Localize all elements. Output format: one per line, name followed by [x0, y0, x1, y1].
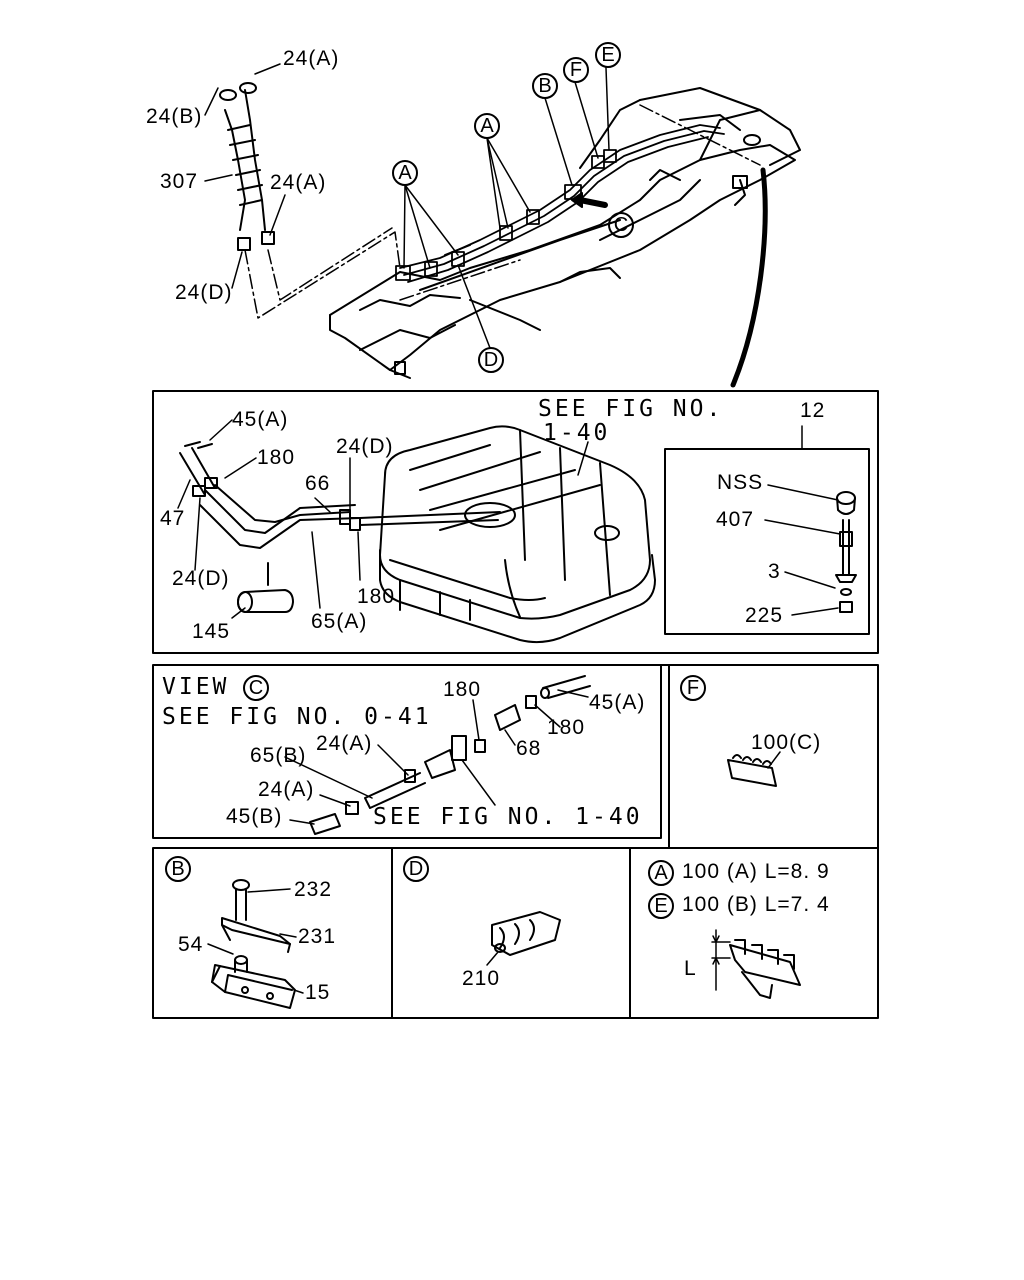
label-12: 12	[800, 399, 826, 422]
view-c-see-fig-bottom: SEE FIG NO. 1-40	[373, 804, 643, 830]
label-210: 210	[462, 967, 501, 990]
filler-pipes	[179, 441, 501, 613]
panel-f-border	[660, 664, 879, 849]
label-45a-view: 45(A)	[589, 691, 646, 714]
fuel-tank	[379, 425, 656, 644]
label-dim-l: L	[684, 957, 697, 980]
see-fig-tank-2: 1-40	[543, 420, 611, 446]
label-24d-top: 24(D)	[175, 281, 233, 304]
sender-unit	[835, 491, 857, 613]
callout-d: D	[478, 347, 504, 373]
clip-210	[491, 911, 561, 956]
view-arrow	[577, 197, 608, 208]
label-24a-view-2: 24(A)	[258, 778, 315, 801]
label-nss: NSS	[717, 471, 764, 494]
label-65a: 65(A)	[311, 610, 368, 633]
top-leaders	[204, 63, 286, 289]
chassis-frame	[329, 87, 801, 379]
clip-100c	[727, 754, 777, 787]
label-66: 66	[305, 472, 331, 495]
label-180-top: 180	[257, 446, 296, 469]
label-24a-view-1: 24(A)	[316, 732, 373, 755]
label-68: 68	[516, 737, 542, 760]
panel-d-callout: D	[403, 856, 429, 882]
bracket-assembly	[211, 879, 296, 1009]
label-307: 307	[160, 170, 199, 193]
view-c-title: VIEW	[162, 674, 230, 700]
label-145: 145	[192, 620, 231, 643]
label-54: 54	[178, 933, 204, 956]
view-c-callout: C	[243, 675, 269, 701]
label-3: 3	[768, 560, 781, 583]
view-c-see-fig: SEE FIG NO. 0-41	[162, 704, 432, 730]
label-180-view-a: 180	[443, 678, 482, 701]
label-47: 47	[160, 507, 186, 530]
label-225: 225	[745, 604, 784, 627]
label-100c: 100(C)	[751, 731, 822, 754]
link-line	[730, 167, 768, 388]
label-100a-length: 100 (A) L=8. 9	[682, 860, 830, 883]
label-180-bottom: 180	[357, 585, 396, 608]
panel-b-callout: B	[165, 856, 191, 882]
sender-panel-border	[664, 448, 870, 635]
tank-panel-border	[152, 390, 879, 654]
dimension-l	[711, 929, 731, 991]
label-100b-length: 100 (B) L=7. 4	[682, 893, 830, 916]
label-24a-top: 24(A)	[283, 47, 340, 70]
view-c-border	[152, 664, 662, 839]
view-c-parts	[309, 675, 591, 835]
label-231: 231	[298, 925, 337, 948]
clip-100ab	[729, 939, 801, 999]
label-65b: 65(B)	[250, 744, 307, 767]
callout-a-left: A	[392, 160, 418, 186]
callout-leaders	[403, 67, 610, 349]
label-24d-tank-left: 24(D)	[172, 567, 230, 590]
label-24d-tank-top: 24(D)	[336, 435, 394, 458]
routing-lines	[244, 104, 761, 319]
label-232: 232	[294, 878, 333, 901]
hose-assembly-307	[219, 82, 275, 251]
callout-f: F	[563, 57, 589, 83]
label-180-view-b: 180	[547, 716, 586, 739]
callout-a-mid: A	[474, 113, 500, 139]
label-45b: 45(B)	[226, 805, 283, 828]
label-24b: 24(B)	[146, 105, 203, 128]
view-arrow-head	[571, 192, 583, 208]
label-15: 15	[305, 981, 331, 1004]
panel-f-callout: F	[680, 675, 706, 701]
label-45a-tank: 45(A)	[232, 408, 289, 431]
label-24a-mid: 24(A)	[270, 171, 327, 194]
panel-e-callout: E	[648, 893, 674, 919]
label-407: 407	[716, 508, 755, 531]
see-fig-tank-1: SEE FIG NO.	[538, 396, 724, 422]
panel-a-callout: A	[648, 860, 674, 886]
callout-c: C	[608, 212, 634, 238]
bottom-panels-border	[152, 847, 879, 1019]
callout-e: E	[595, 42, 621, 68]
callout-b: B	[532, 73, 558, 99]
